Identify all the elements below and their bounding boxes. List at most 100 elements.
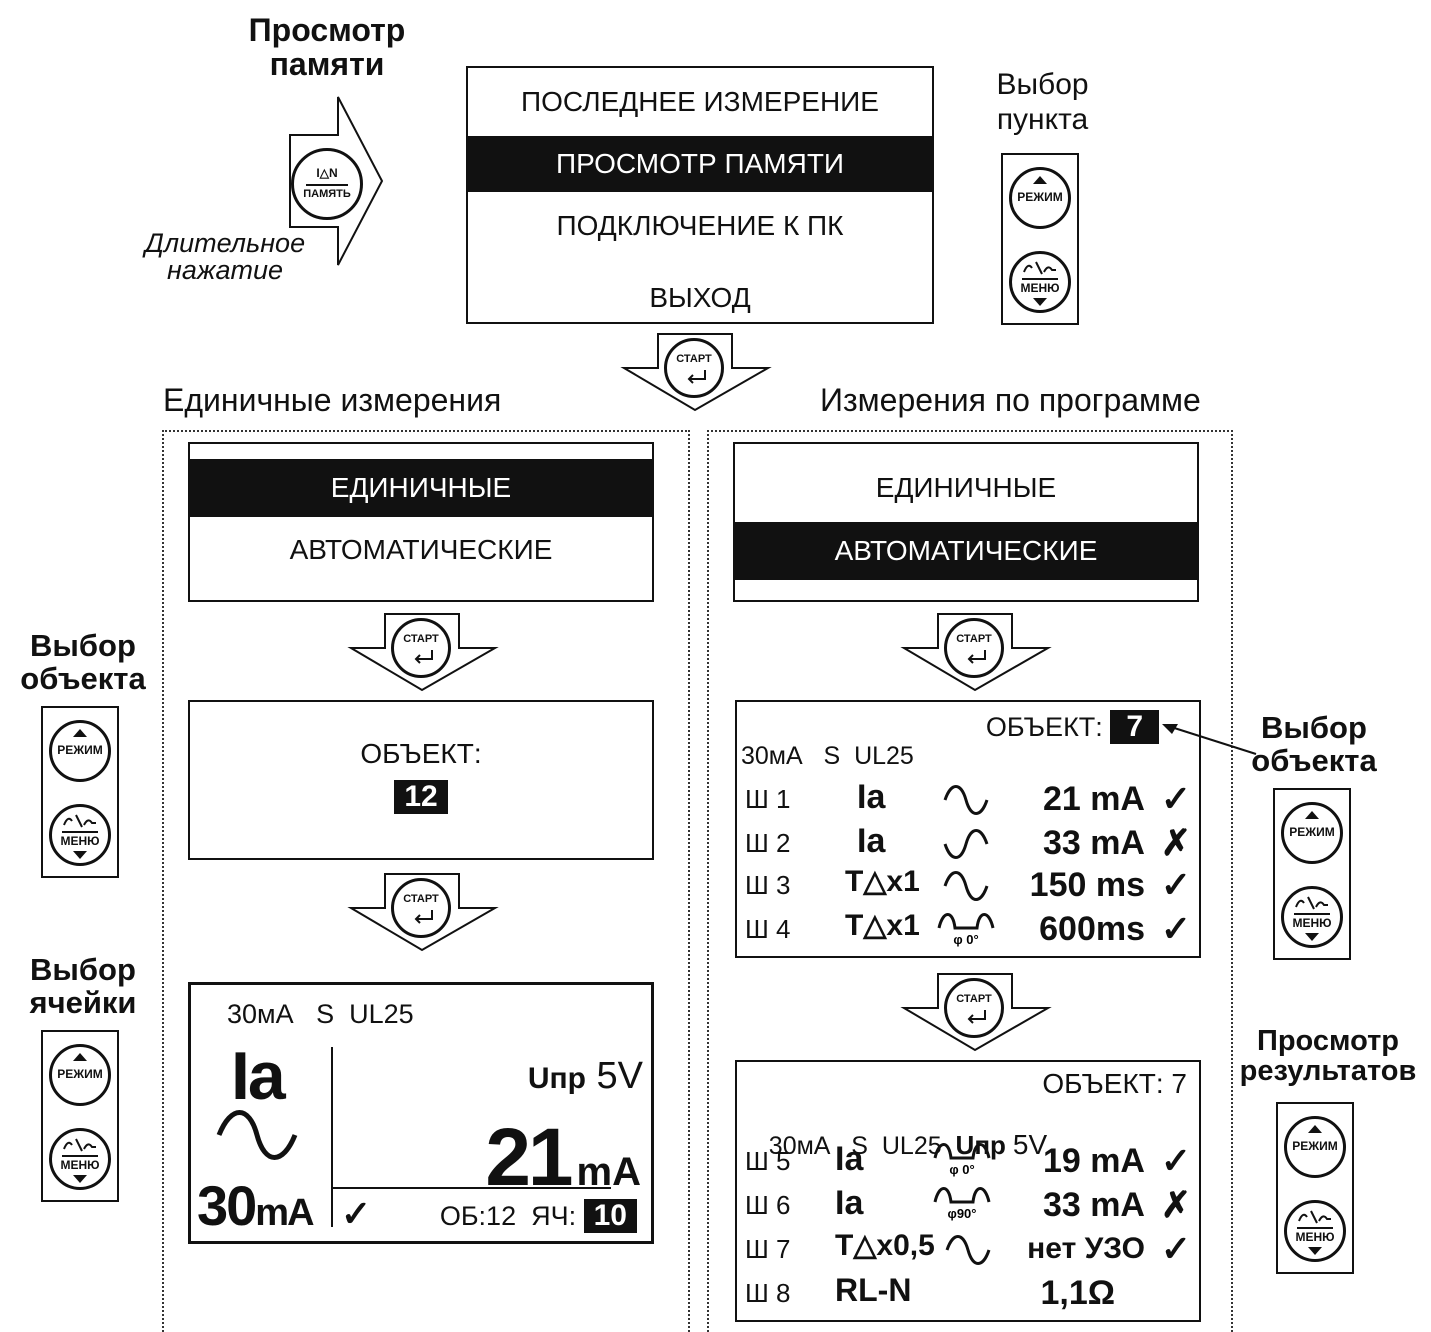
row-id: Ш 4 xyxy=(745,914,791,944)
menu-item-pc[interactable]: ПОДКЛЮЧЕНИЕ К ПК xyxy=(556,210,844,241)
cell-label: ЯЧ: xyxy=(531,1201,577,1231)
mode-button[interactable]: РЕЖИМ xyxy=(1284,1116,1346,1178)
row-quantity: T△x1 xyxy=(845,865,920,898)
start-button[interactable]: СТАРТ xyxy=(391,618,451,678)
menu-button-label: МЕНЮ xyxy=(1295,1230,1335,1244)
select-object-title-left: Выбор объекта xyxy=(20,628,146,696)
row-quantity: T△x0,5 xyxy=(835,1229,935,1262)
enter-icon xyxy=(414,910,433,924)
view-results-title: Просмотр результатов xyxy=(1239,1025,1417,1088)
svg-text:φ 0°: φ 0° xyxy=(953,932,978,947)
mode-button[interactable]: РЕЖИМ xyxy=(1281,802,1343,864)
start-button[interactable]: СТАРТ xyxy=(944,978,1004,1038)
menu-item-last[interactable]: ПОСЛЕДНЕЕ ИЗМЕРЕНИЕ xyxy=(521,86,879,117)
menu-item-memory[interactable]: ПРОСМОТР ПАМЯТИ xyxy=(468,136,932,192)
row-status: ✓ xyxy=(1160,778,1191,819)
object-label: ОБЪЕКТ: xyxy=(360,738,482,769)
right-program-screen-1: ОБЪЕКТ: 7 30мА S UL25 Ш 1 Ia 21 mA ✓ Ш 2… xyxy=(735,700,1201,958)
row-quantity: Ia xyxy=(835,1184,864,1222)
sine-wave-icon xyxy=(943,871,989,901)
row-id: Ш 3 xyxy=(745,870,791,900)
right-program-screen-2: ОБЪЕКТ: 7 30мА S UL25 Uпр 5V Ш 5 Ia φ 0°… xyxy=(735,1060,1201,1322)
nav-pad-right-object: РЕЖИМ МЕНЮ xyxy=(1273,788,1351,960)
right-menu-auto[interactable]: АВТОМАТИЧЕСКИЕ xyxy=(735,522,1197,580)
row-status: ✓ xyxy=(1160,1228,1191,1269)
row-quantity: Ia xyxy=(857,778,886,816)
row-value: нет УЗО xyxy=(1027,1232,1145,1265)
start-button[interactable]: СТАРТ xyxy=(944,618,1004,678)
section-program-title: Измерения по программе xyxy=(820,382,1201,418)
start-button[interactable]: СТАРТ xyxy=(664,338,724,398)
down-triangle-icon xyxy=(73,851,87,859)
nav-pad-top: РЕЖИМ МЕНЮ xyxy=(1001,153,1079,325)
pointer-arrow-icon xyxy=(1162,724,1257,755)
nav-pad-left-cell: РЕЖИМ МЕНЮ xyxy=(41,1030,119,1202)
down-triangle-icon xyxy=(1033,298,1047,306)
start-button-label: СТАРТ xyxy=(956,633,992,645)
result-status: ✓ xyxy=(341,1193,372,1234)
start-button[interactable]: СТАРТ xyxy=(391,878,451,938)
section-single-title: Единичные измерения xyxy=(163,382,502,418)
waveform-icon xyxy=(63,1138,96,1152)
test-voltage-label: Uпр xyxy=(527,1062,586,1095)
waveform-icon xyxy=(63,814,96,828)
inverted-sine-wave-icon xyxy=(943,829,989,859)
menu-button[interactable]: МЕНЮ xyxy=(1281,886,1343,948)
mode-button[interactable]: РЕЖИМ xyxy=(49,1044,111,1106)
left-object-screen: ОБЪЕКТ: 12 xyxy=(188,700,654,860)
mode-button-label: РЕЖИМ xyxy=(1292,1139,1338,1153)
rated-current: 30mA xyxy=(197,1173,315,1238)
up-triangle-icon xyxy=(73,729,87,737)
row-status: ✗ xyxy=(1160,1184,1191,1225)
svg-text:φ 0°: φ 0° xyxy=(949,1162,974,1177)
result-divider-vertical xyxy=(331,1047,333,1227)
row-value: 21 mA xyxy=(1042,780,1145,818)
menu-button-label: МЕНЮ xyxy=(60,834,100,848)
memory-view-title: Просмотр памяти xyxy=(248,12,406,82)
svg-text:φ90°: φ90° xyxy=(948,1206,977,1221)
cell-number: 10 xyxy=(583,1199,637,1233)
select-cell-title: Выбор ячейки xyxy=(29,952,137,1020)
row-status: ✓ xyxy=(1160,864,1191,905)
nav-pad-left-object: РЕЖИМ МЕНЮ xyxy=(41,706,119,878)
test-voltage-value: 5V xyxy=(596,1055,643,1097)
object-number: 7 xyxy=(1110,710,1159,744)
row-quantity: Ia xyxy=(857,822,886,860)
header-text: 30мА S UL25 xyxy=(768,1132,942,1160)
down-triangle-icon xyxy=(73,1175,87,1183)
select-object-title-right: Выбор объекта xyxy=(1251,710,1377,778)
object-cell-info: ОБ:12 ЯЧ: 10 xyxy=(440,1199,637,1233)
menu-item-exit[interactable]: ВЫХОД xyxy=(649,282,751,313)
row-id: Ш 5 xyxy=(745,1146,791,1176)
enter-icon xyxy=(967,1010,986,1024)
result-unit: mA xyxy=(576,1150,641,1194)
memory-button[interactable]: I△N ПАМЯТЬ xyxy=(291,148,363,220)
row-id: Ш 8 xyxy=(745,1278,791,1308)
program-header: 30мА S UL25 xyxy=(741,742,914,770)
enter-icon xyxy=(967,650,986,664)
left-menu-auto[interactable]: АВТОМАТИЧЕСКИЕ xyxy=(289,534,553,565)
sine-wave-icon xyxy=(945,1235,991,1265)
left-mode-menu-screen: ЕДИНИЧНЫЕ АВТОМАТИЧЕСКИЕ xyxy=(188,442,654,602)
memory-button-top: I△N xyxy=(316,166,338,180)
left-menu-single[interactable]: ЕДИНИЧНЫЕ xyxy=(190,459,652,517)
menu-button[interactable]: МЕНЮ xyxy=(1009,251,1071,313)
menu-button[interactable]: МЕНЮ xyxy=(49,1128,111,1190)
mode-button[interactable]: РЕЖИМ xyxy=(1009,167,1071,229)
mode-button[interactable]: РЕЖИМ xyxy=(49,720,111,782)
menu-button[interactable]: МЕНЮ xyxy=(1284,1200,1346,1262)
object-indicator: ОБЪЕКТ: 7 xyxy=(1042,1068,1187,1099)
down-triangle-icon xyxy=(1305,933,1319,941)
half-wave-phase-icon: φ 0° xyxy=(937,913,995,947)
object-indicator: ОБЪЕКТ: 7 xyxy=(986,710,1159,744)
menu-button[interactable]: МЕНЮ xyxy=(49,804,111,866)
mode-button-label: РЕЖИМ xyxy=(1017,190,1063,204)
mode-button-label: РЕЖИМ xyxy=(1289,825,1335,839)
right-menu-single[interactable]: ЕДИНИЧНЫЕ xyxy=(875,472,1057,503)
start-button-label: СТАРТ xyxy=(403,893,439,905)
result-divider-horizontal xyxy=(331,1187,611,1189)
program-section-border xyxy=(707,430,1233,1332)
row-quantity: T△x1 xyxy=(845,909,920,942)
